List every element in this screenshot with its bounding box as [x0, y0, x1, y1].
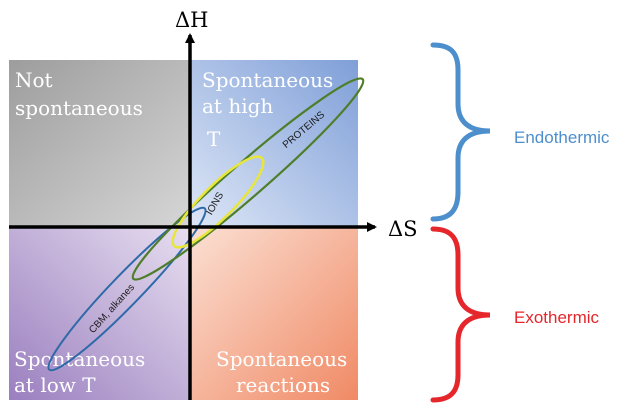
quadrant-bottom-left: [9, 227, 190, 400]
brace-exothermic: [430, 226, 491, 403]
exothermic-label: Exothermic: [514, 308, 600, 327]
quadrant-label-top-left: Not spontaneous: [15, 68, 143, 120]
quadrant-label-top-right: Spontaneous at high T: [202, 68, 340, 151]
quadrant-top-right: [190, 60, 358, 227]
y-axis-label: ΔH: [175, 8, 208, 32]
x-axis-label: ΔS: [388, 217, 418, 241]
quadrant-label-bottom-left: Spontaneous at low T: [14, 347, 152, 397]
quadrant-top-left: [9, 60, 190, 227]
quadrant-label-bottom-right: Spontaneous reactions: [216, 347, 354, 397]
endothermic-label: Endothermic: [514, 128, 610, 147]
quadrant-bottom-right: [190, 227, 358, 400]
brace-endothermic: [430, 42, 491, 222]
